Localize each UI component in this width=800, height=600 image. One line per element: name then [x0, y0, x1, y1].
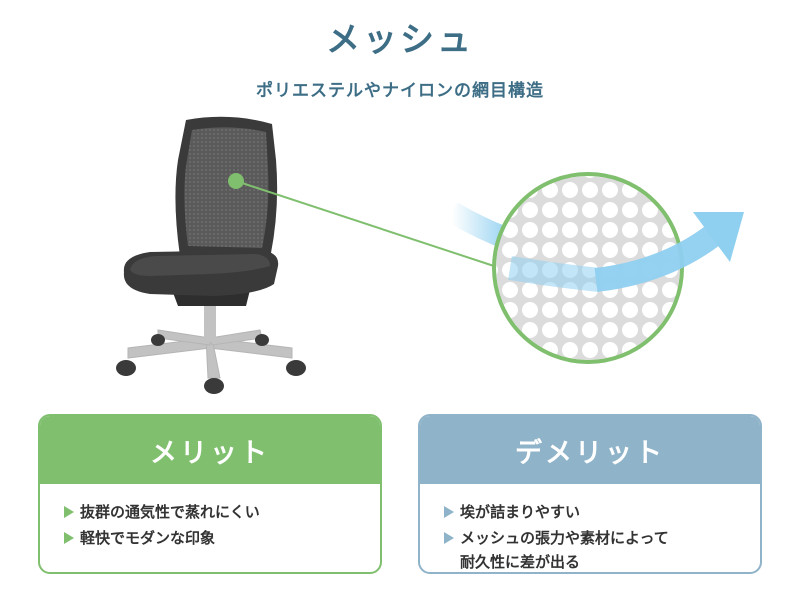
- list-item: 抜群の通気性で蒸れにくい: [64, 500, 380, 524]
- triangle-bullet-icon: [444, 532, 454, 544]
- illustration: [116, 116, 744, 394]
- pointer-dot: [228, 173, 244, 189]
- chair-wheel: [255, 334, 269, 346]
- chair-wheel: [204, 378, 224, 394]
- chair-mesh: [184, 127, 269, 248]
- chair-wheel: [116, 360, 136, 376]
- demerit-list: 埃が詰まりやすい メッシュの張力や素材によって 耐久性に差が出る: [420, 484, 760, 572]
- triangle-bullet-icon: [64, 532, 74, 544]
- leader-line: [235, 180, 501, 269]
- merit-card: メリット 抜群の通気性で蒸れにくい 軽快でモダンな印象: [38, 414, 382, 574]
- chair-cylinder: [204, 298, 216, 342]
- chair-wheel: [286, 360, 306, 376]
- merit-title: メリット: [40, 416, 380, 484]
- chair-wheel: [151, 334, 165, 346]
- triangle-bullet-icon: [444, 506, 454, 518]
- merit-list: 抜群の通気性で蒸れにくい 軽快でモダンな印象: [40, 484, 380, 550]
- demerit-card: デメリット 埃が詰まりやすい メッシュの張力や素材によって 耐久性に差が出る: [418, 414, 762, 574]
- page-subtitle: ポリエステルやナイロンの網目構造: [256, 81, 544, 101]
- airflow-arrow-icon: [508, 212, 744, 292]
- list-item: 軽快でモダンな印象: [64, 526, 380, 550]
- triangle-bullet-icon: [64, 506, 74, 518]
- demerit-title: デメリット: [420, 416, 760, 484]
- page-title: メッシュ: [326, 20, 474, 60]
- list-item: メッシュの張力や素材によって 耐久性に差が出る: [444, 526, 760, 572]
- list-item: 埃が詰まりやすい: [444, 500, 760, 524]
- office-chair-icon: [116, 116, 306, 394]
- chair-seat-top: [130, 254, 270, 276]
